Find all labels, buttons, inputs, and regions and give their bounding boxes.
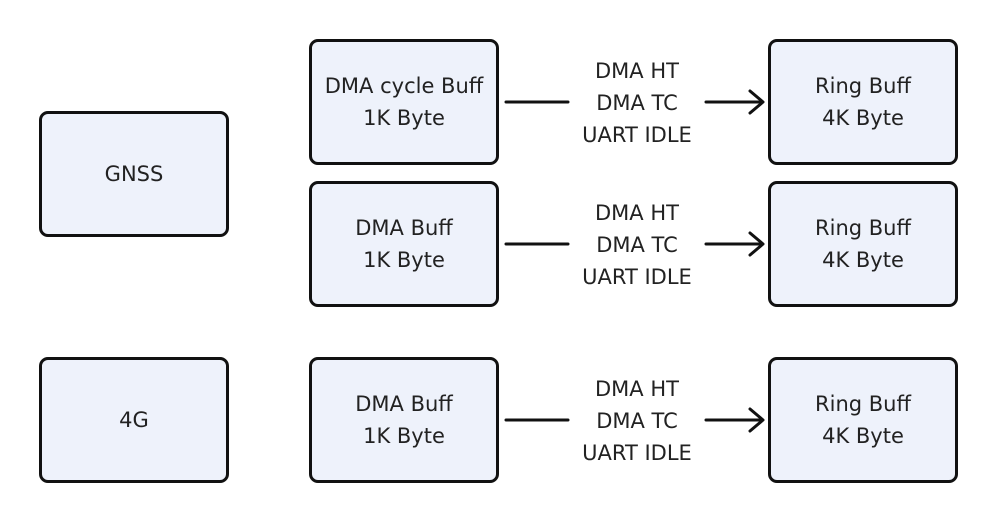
dma-buff-title: DMA Buff [355,216,453,240]
dma-buff-box-2: DMA Buff 1K Byte [309,181,499,307]
row3-event-labels: DMA HT DMA TC UART IDLE [557,373,717,469]
event-uart-idle: UART IDLE [582,441,692,465]
ring-buff-title: Ring Buff [815,392,911,416]
event-uart-idle: UART IDLE [582,265,692,289]
dma-buff-size: 1K Byte [363,248,445,272]
dma-buff-size: 1K Byte [363,424,445,448]
ring-buff-size: 4K Byte [822,248,904,272]
dma-buff-title: DMA cycle Buff [324,74,484,98]
row2-event-labels: DMA HT DMA TC UART IDLE [557,197,717,293]
event-uart-idle: UART IDLE [582,123,692,147]
ring-buff-title: Ring Buff [815,216,911,240]
ring-buff-size: 4K Byte [822,106,904,130]
ring-buff-box-2: Ring Buff 4K Byte [768,181,958,307]
ring-buff-box-3: Ring Buff 4K Byte [768,357,958,483]
dma-buff-size: 1K Byte [363,106,445,130]
event-dma-tc: DMA TC [596,409,678,433]
event-dma-ht: DMA HT [595,201,679,225]
event-dma-tc: DMA TC [596,233,678,257]
dma-buff-title: DMA Buff [355,392,453,416]
gnss-label: GNSS [104,162,164,186]
ring-buff-box-1: Ring Buff 4K Byte [768,39,958,165]
row2-arrowhead [748,231,765,257]
event-dma-ht: DMA HT [595,59,679,83]
row3-arrowhead [748,407,765,433]
dma-buff-box-3: DMA Buff 1K Byte [309,357,499,483]
4g-box: 4G [39,357,229,483]
ring-buff-title: Ring Buff [815,74,911,98]
gnss-box: GNSS [39,111,229,237]
event-dma-ht: DMA HT [595,377,679,401]
event-dma-tc: DMA TC [596,91,678,115]
dma-cycle-buff-box: DMA cycle Buff 1K Byte [309,39,499,165]
row1-arrowhead [748,89,765,115]
row1-event-labels: DMA HT DMA TC UART IDLE [557,55,717,151]
4g-label: 4G [119,408,149,432]
ring-buff-size: 4K Byte [822,424,904,448]
